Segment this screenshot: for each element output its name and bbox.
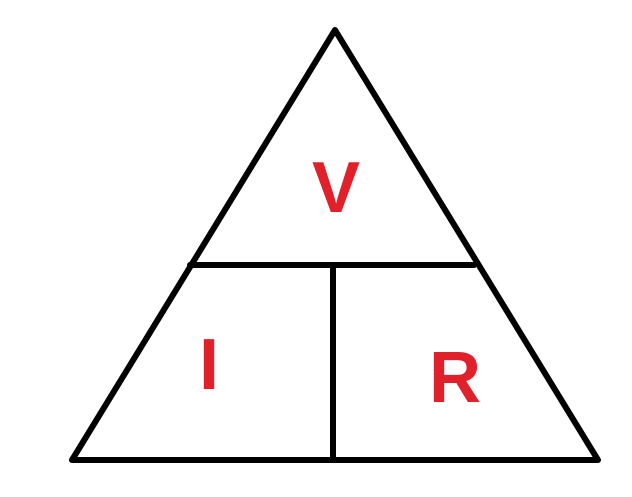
label-voltage: V <box>312 148 360 228</box>
label-current: I <box>199 325 219 405</box>
label-resistance: R <box>429 338 481 418</box>
